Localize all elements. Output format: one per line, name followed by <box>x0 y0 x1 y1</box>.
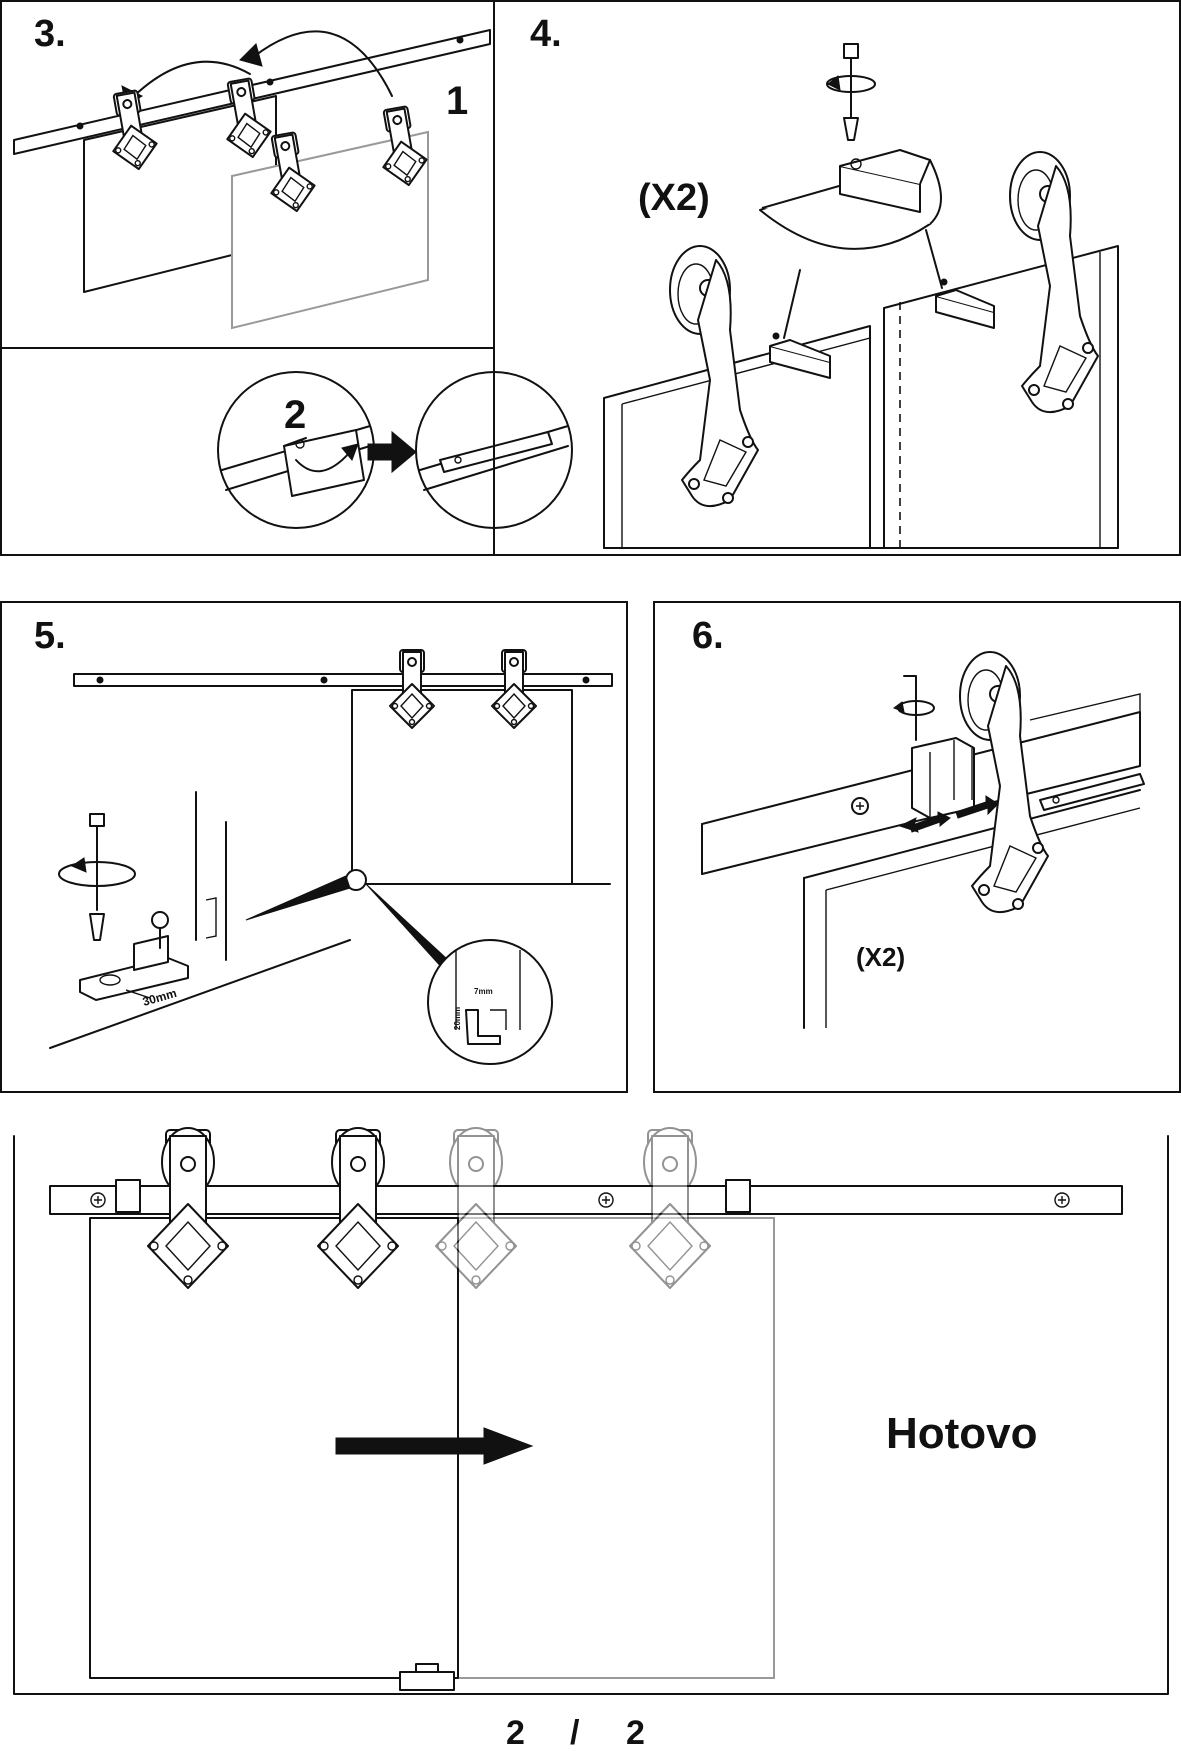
final-done-label: Hotovo <box>886 1409 1038 1458</box>
step-6-right-arrow <box>955 795 999 819</box>
page-current: 2 <box>506 1714 525 1752</box>
final-panel: Hotovo <box>13 1127 1169 1695</box>
step-3-panel: 3. 1 2 <box>0 0 573 556</box>
step-3-arrow-arc-2 <box>251 30 393 97</box>
step-4-multiplier: (X2) <box>638 177 710 219</box>
step-4-number: 4. <box>530 13 562 55</box>
step-3-sub-1-label: 1 <box>446 79 468 123</box>
step-5-panel: 5. 7mm 20mm 30mm <box>0 601 628 1093</box>
page-separator: / <box>570 1714 580 1752</box>
step-6-frame <box>653 601 1181 1093</box>
step-3-result-arrow <box>367 430 417 474</box>
step-3-sub-2-label: 2 <box>284 393 306 437</box>
step-6-multiplier: (X2) <box>856 942 905 972</box>
page-total: 2 <box>626 1714 645 1752</box>
step-3-number: 3. <box>34 13 66 55</box>
step-5-dim-offset: 30mm <box>141 986 178 1009</box>
final-slide-arrow <box>335 1427 534 1465</box>
step-5-detail-gap <box>427 939 553 1065</box>
step-6-number: 6. <box>692 615 724 657</box>
final-stop-right <box>725 1179 751 1213</box>
step-4-door-right <box>883 245 1119 549</box>
step-4-screwdriver <box>843 43 859 59</box>
final-floor-guide <box>399 1671 455 1691</box>
final-rail <box>49 1185 1123 1215</box>
step-5-frame <box>0 601 628 1093</box>
step-5-rail <box>73 673 613 687</box>
step-5-dim-depth: 20mm <box>453 1007 462 1030</box>
step-6-left-arrow <box>909 811 951 833</box>
step-5-door <box>351 689 573 885</box>
step-6-stopper <box>911 737 975 819</box>
step-5-number: 5. <box>34 615 66 657</box>
step-4-panel: 4. (X2) <box>493 0 1181 556</box>
step-6-panel: 6. (X2) <box>653 601 1181 1093</box>
final-stop-left <box>115 1179 141 1213</box>
step-4-frame <box>493 0 1181 556</box>
step-5-dim-gap: 7mm <box>474 987 493 996</box>
page-indicator: 2 / 2 <box>506 1714 645 1752</box>
step-4-magnifier <box>759 209 931 250</box>
final-frame <box>13 1135 1169 1695</box>
step-5-screwdriver <box>89 813 105 827</box>
step-6-allen-key <box>903 675 917 741</box>
step-3-arrow-arc-1 <box>129 60 251 101</box>
